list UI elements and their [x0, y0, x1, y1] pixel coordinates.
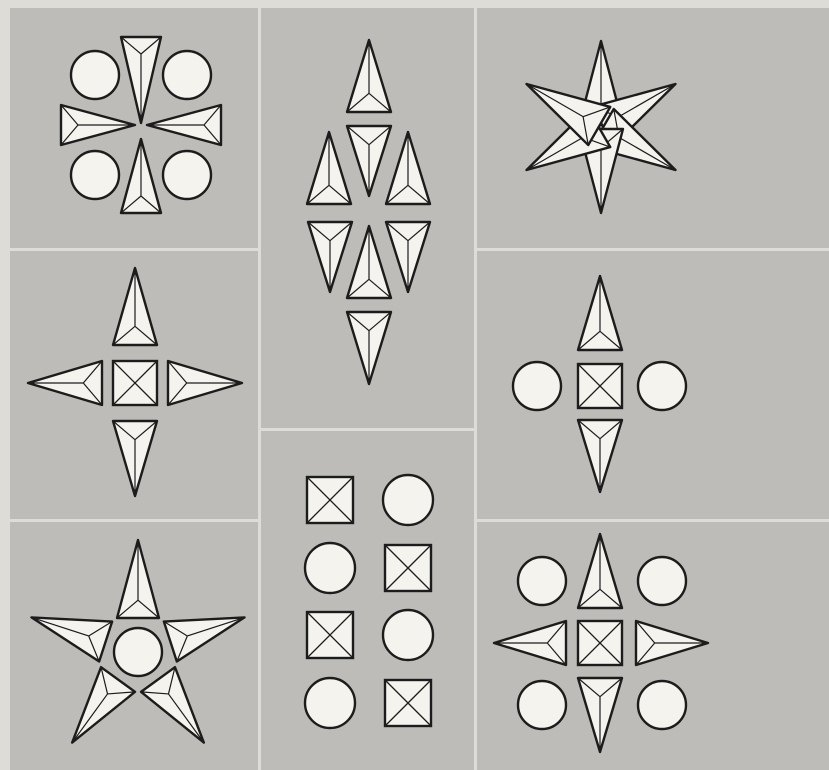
circle-shape [383, 610, 433, 660]
pyramid-square [385, 680, 431, 726]
circle-shape [71, 51, 119, 99]
circle-shape [71, 151, 119, 199]
pyramid-square [578, 364, 622, 408]
circle-shape [305, 678, 355, 728]
circle-shape [638, 362, 686, 410]
circle-shape [383, 475, 433, 525]
pyramid-square [307, 477, 353, 523]
pyramid-square [578, 621, 622, 665]
pyramid-square [385, 545, 431, 591]
circle-shape [114, 628, 162, 676]
circle-shape [163, 51, 211, 99]
circle-shape [638, 681, 686, 729]
panel-bottom-middle [261, 431, 474, 770]
pyramid-square [307, 612, 353, 658]
square-with-triangles-and-four-circles [494, 534, 708, 752]
circle-shape [518, 681, 566, 729]
circle-shape [305, 543, 355, 593]
circle-shape [163, 151, 211, 199]
pyramid-square [113, 361, 157, 405]
panel-top-right [477, 8, 829, 248]
circle-shape [513, 362, 561, 410]
circle-shape [518, 557, 566, 605]
circle-shape [638, 557, 686, 605]
